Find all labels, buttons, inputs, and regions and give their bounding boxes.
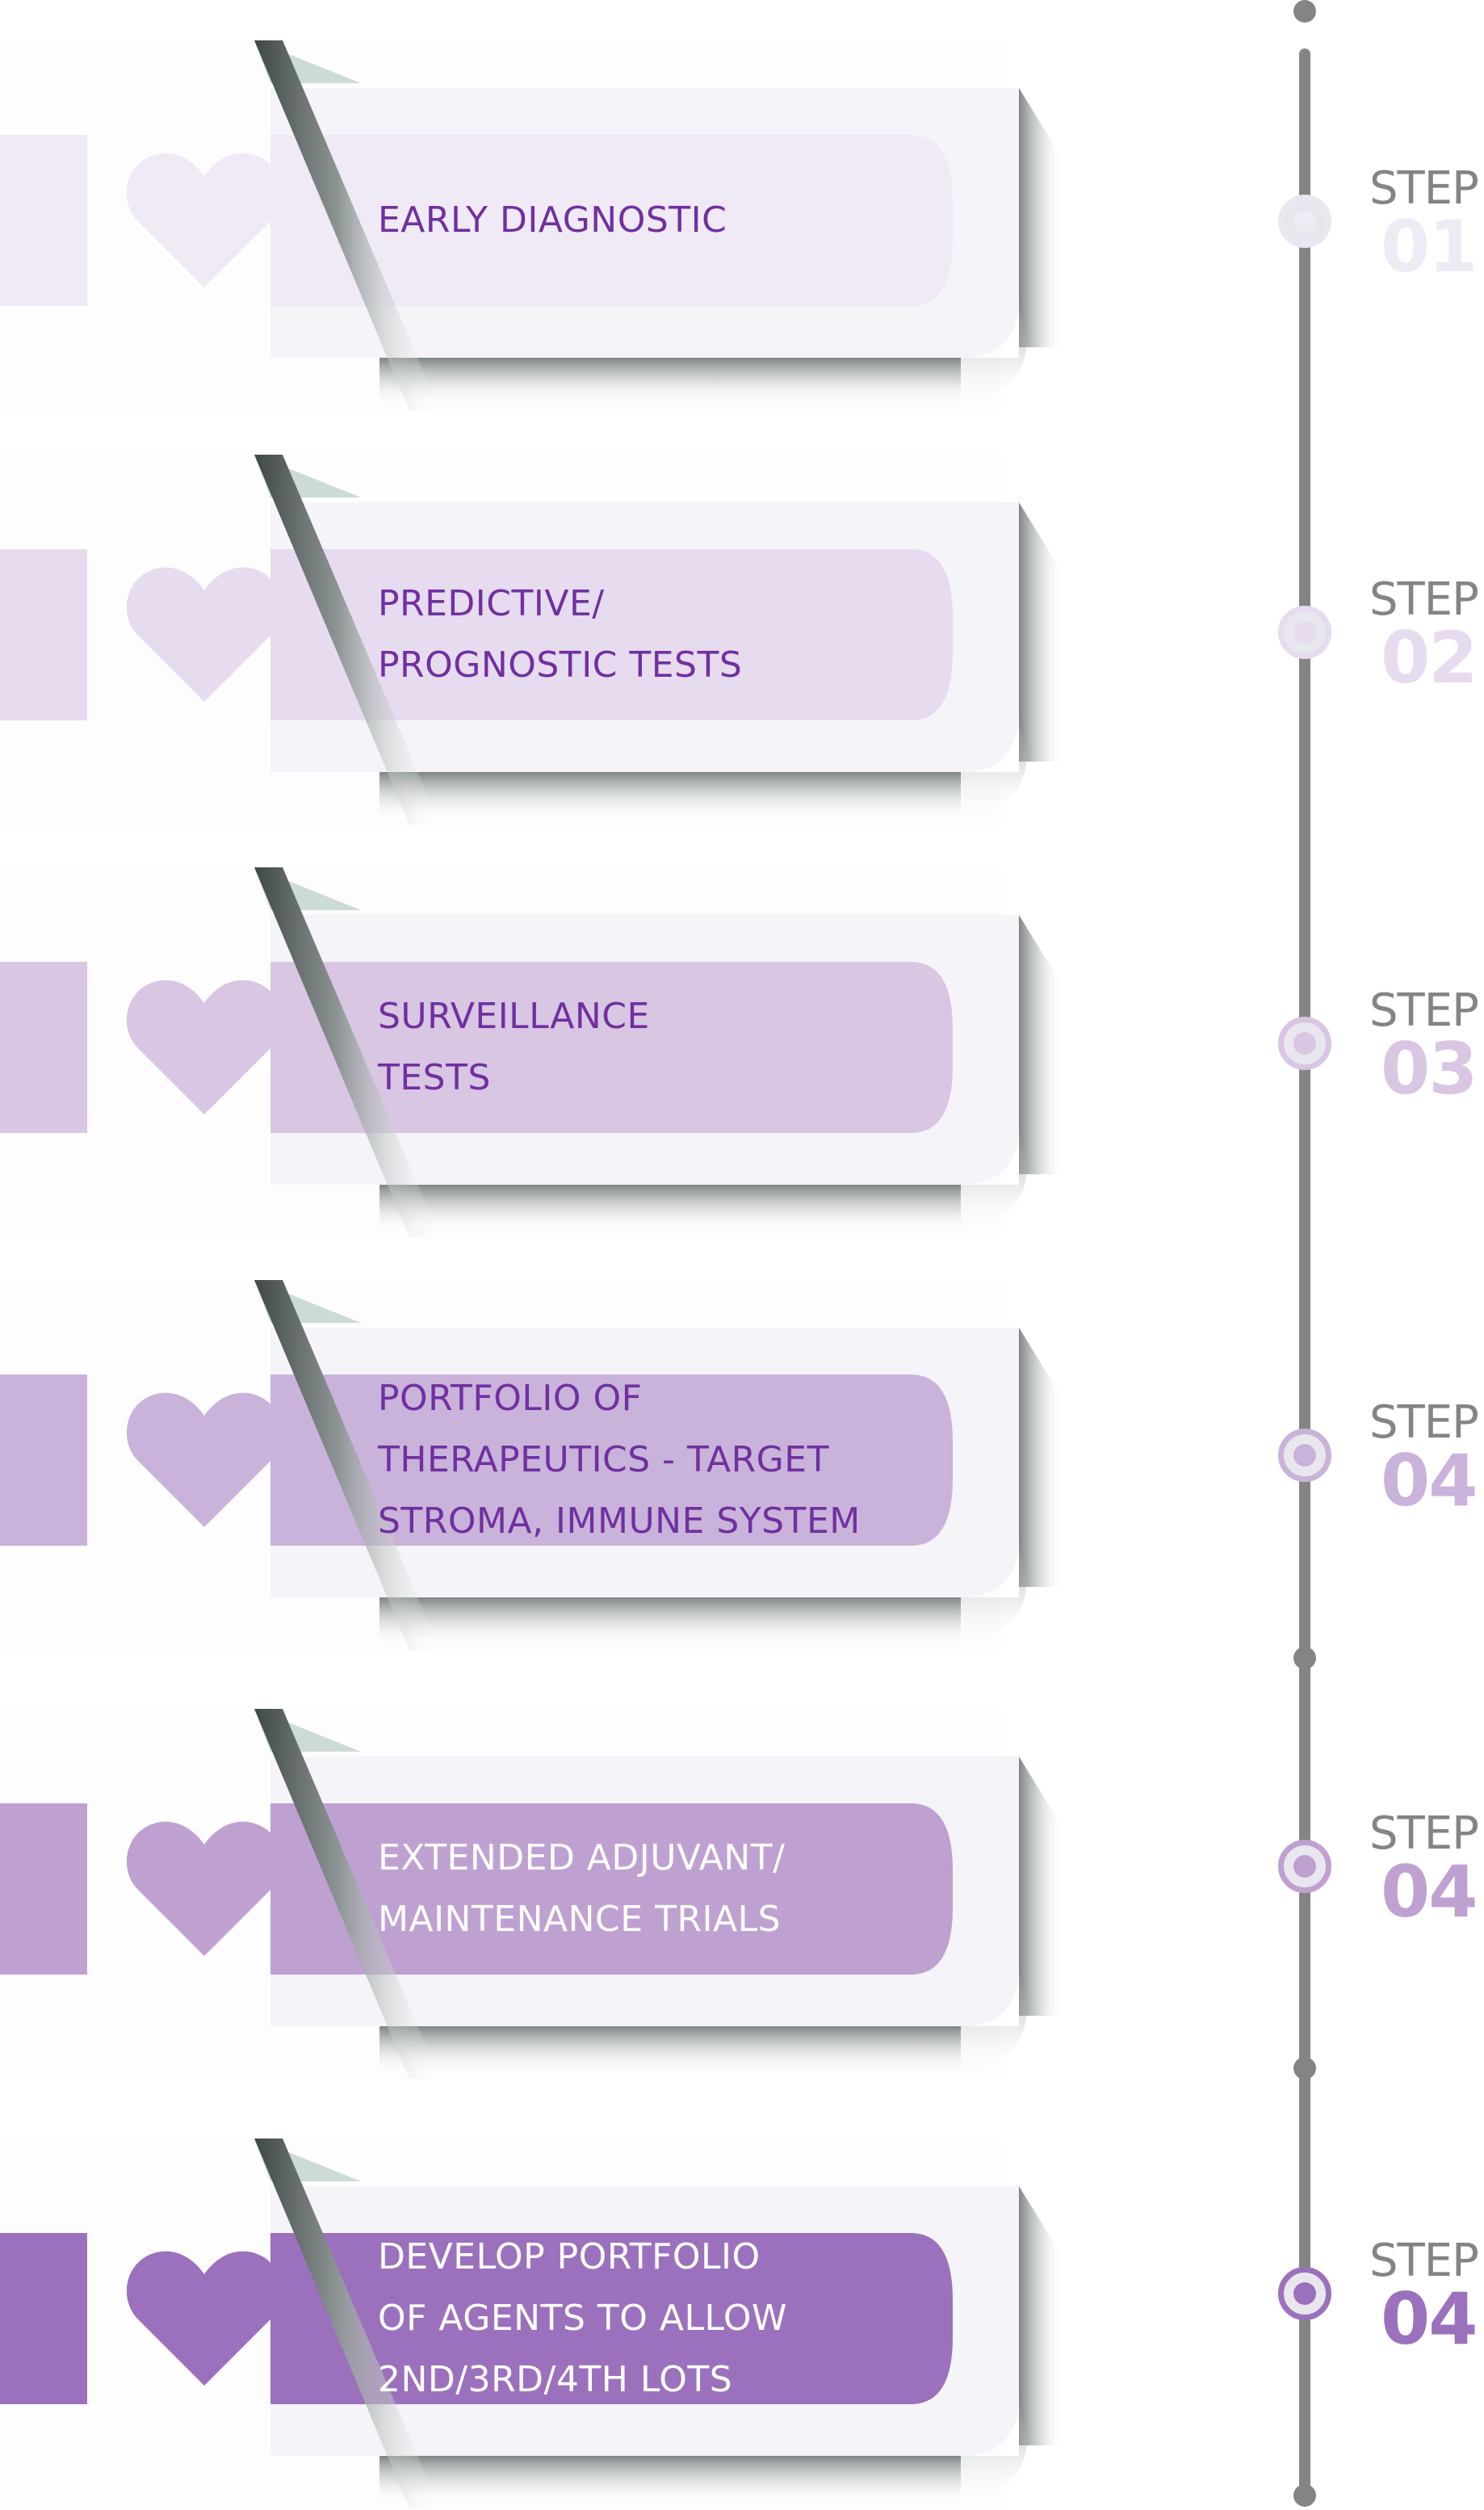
accent-block bbox=[0, 962, 87, 1133]
timeline-dot bbox=[1293, 2057, 1316, 2080]
step-title-line: MAINTENANCE TRIALS bbox=[378, 1899, 782, 1940]
timeline-dot bbox=[1293, 0, 1316, 23]
card-shape bbox=[0, 2139, 1064, 2510]
step-marker-center bbox=[1293, 210, 1316, 233]
card-shape bbox=[0, 40, 1064, 412]
step-title-line: THERAPEUTICS - TARGET bbox=[378, 1439, 829, 1480]
step-title-line: EXTENDED ADJUVANT/ bbox=[378, 1837, 786, 1878]
step-card: PORTFOLIO OF THERAPEUTICS - TARGET STROMA,… bbox=[0, 1280, 1130, 1652]
step-number: 04 bbox=[1381, 2277, 1478, 2361]
step-title: EARLY DIAGNOSTIC bbox=[378, 135, 935, 306]
step-number: 03 bbox=[1381, 1027, 1478, 1110]
heart-icon bbox=[127, 567, 282, 702]
accent-block bbox=[0, 135, 87, 306]
step-marker bbox=[1278, 2267, 1331, 2320]
heart-icon bbox=[127, 1392, 282, 1527]
step-title: SURVEILLANCE TESTS bbox=[378, 962, 935, 1133]
step-title-line: TESTS bbox=[378, 1057, 491, 1098]
step-card: SURVEILLANCE TESTS bbox=[0, 867, 1130, 1239]
step-marker bbox=[1278, 1840, 1331, 1893]
step-title-line: SURVEILLANCE bbox=[378, 996, 650, 1037]
step-number: 02 bbox=[1381, 616, 1478, 699]
accent-block bbox=[0, 2233, 87, 2404]
step-marker bbox=[1278, 195, 1331, 248]
step-marker-center bbox=[1293, 1444, 1316, 1467]
heart-icon bbox=[127, 980, 282, 1114]
timeline-dot bbox=[1293, 1647, 1316, 1669]
step-word: STEP bbox=[1369, 2235, 1479, 2287]
accent-block bbox=[0, 1375, 87, 1546]
step-title-line: DEVELOP PORTFOLIO bbox=[378, 2236, 761, 2277]
step-title: DEVELOP PORTFOLIO OF AGENTS TO ALLOW 2ND/3… bbox=[378, 2233, 935, 2404]
step-title: PREDICTIVE/PROGNOSTIC TESTS bbox=[378, 549, 935, 720]
step-number: 01 bbox=[1381, 205, 1478, 288]
step-title-line: PROGNOSTIC TESTS bbox=[378, 644, 743, 686]
step-word: STEP bbox=[1369, 984, 1479, 1037]
heart-icon bbox=[127, 2251, 282, 2386]
step-title-line: OF AGENTS TO ALLOW bbox=[378, 2298, 788, 2339]
step-word: STEP bbox=[1369, 1396, 1479, 1449]
step-marker-center bbox=[1293, 621, 1316, 644]
step-marker-center bbox=[1293, 1032, 1316, 1055]
card-shape bbox=[0, 1280, 1064, 1652]
step-marker-center bbox=[1293, 2282, 1316, 2305]
step-title-line: 2ND/3RD/4TH LOTS bbox=[378, 2359, 733, 2400]
step-title-line: PORTFOLIO OF bbox=[378, 1378, 643, 1419]
timeline-line bbox=[1299, 48, 1310, 2495]
step-marker-center bbox=[1293, 1855, 1316, 1878]
step-word: STEP bbox=[1369, 1807, 1479, 1860]
card-shape bbox=[0, 867, 1064, 1239]
step-card: EXTENDED ADJUVANT/MAINTENANCE TRIALS bbox=[0, 1709, 1130, 2080]
timeline-dot bbox=[1293, 2484, 1316, 2507]
step-number: 04 bbox=[1381, 1439, 1478, 1522]
heart-icon bbox=[127, 153, 282, 288]
step-marker bbox=[1278, 1017, 1331, 1070]
step-title-line: PREDICTIVE/ bbox=[378, 583, 605, 624]
step-card: EARLY DIAGNOSTIC bbox=[0, 40, 1130, 412]
step-title: EXTENDED ADJUVANT/MAINTENANCE TRIALS bbox=[378, 1803, 935, 1975]
accent-block bbox=[0, 549, 87, 720]
step-card: PREDICTIVE/PROGNOSTIC TESTS bbox=[0, 455, 1130, 826]
step-title-line: EARLY DIAGNOSTIC bbox=[378, 199, 727, 241]
step-card: DEVELOP PORTFOLIO OF AGENTS TO ALLOW 2ND/3… bbox=[0, 2139, 1130, 2510]
card-shape bbox=[0, 1709, 1064, 2080]
heart-icon bbox=[127, 1821, 282, 1956]
step-number: 04 bbox=[1381, 1850, 1478, 1933]
step-word: STEP bbox=[1369, 573, 1479, 626]
step-title-line: STROMA, IMMUNE SYSTEM bbox=[378, 1501, 861, 1542]
step-marker bbox=[1278, 606, 1331, 659]
step-marker bbox=[1278, 1429, 1331, 1482]
step-title: PORTFOLIO OF THERAPEUTICS - TARGET STROMA,… bbox=[378, 1375, 935, 1546]
step-word: STEP bbox=[1369, 162, 1479, 215]
accent-block bbox=[0, 1803, 87, 1975]
